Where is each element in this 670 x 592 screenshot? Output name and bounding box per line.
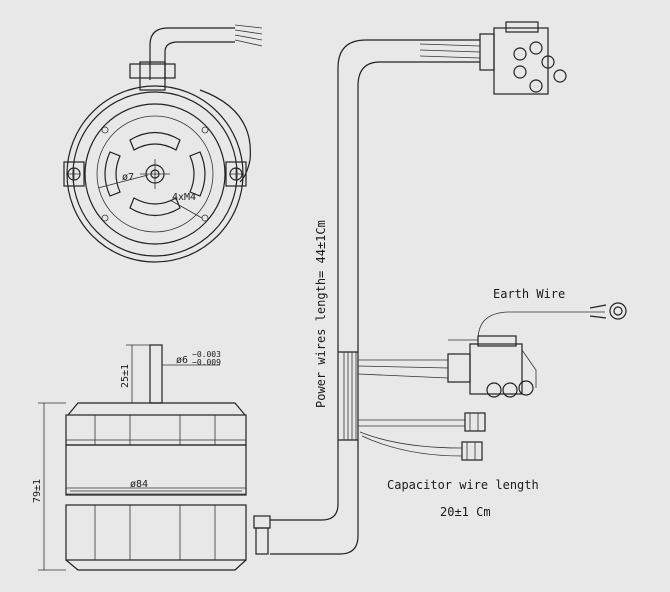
motor-top-view: ø7 4xM4 bbox=[63, 24, 263, 263]
capacitor-wire-value-label: 20±1 Cm bbox=[440, 505, 491, 519]
capacitor-wire-length-label: Capacitor wire length bbox=[387, 478, 539, 492]
mount-holes-label: 4xM4 bbox=[172, 192, 196, 203]
cable-harness bbox=[270, 39, 627, 555]
shaft-length-label: 25±1 bbox=[120, 364, 131, 388]
body-height-label: 79±1 bbox=[32, 479, 43, 503]
shaft-diameter-label: ø7 bbox=[122, 172, 134, 183]
motor-side-view: ø84 79±1 25±1 ø6 −0.003 −0.009 bbox=[32, 344, 271, 571]
tolerance-upper-label: −0.003 bbox=[192, 350, 221, 359]
top-connector-6pin bbox=[479, 21, 567, 95]
shaft-tolerance-label: ø6 bbox=[176, 355, 188, 366]
tolerance-lower-label: −0.009 bbox=[192, 358, 221, 367]
earth-wire-label: Earth Wire bbox=[493, 287, 565, 301]
capacitor-terminals bbox=[461, 412, 486, 461]
middle-connector-3pin bbox=[447, 335, 537, 398]
power-wires-length-label: Power wires length= 44±1Cm bbox=[314, 220, 328, 408]
body-diameter-label: ø84 bbox=[130, 479, 148, 490]
